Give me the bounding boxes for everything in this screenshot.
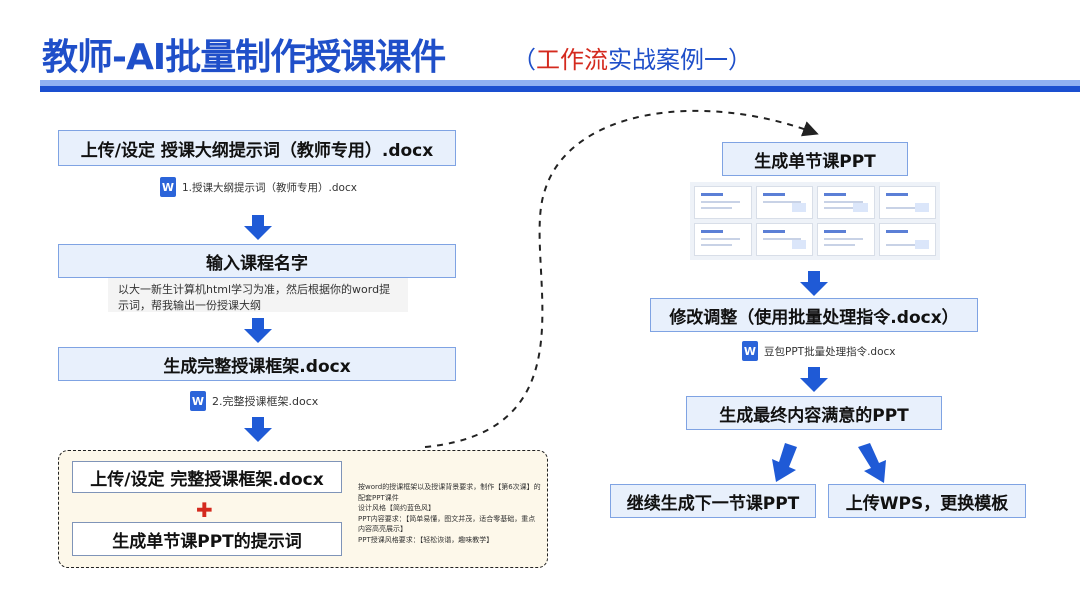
file-name: 2.完整授课框架.docx: [212, 395, 319, 408]
down-arrow-icon: [244, 318, 272, 343]
note-line: PPT授课风格要求：【轻松诙谐，趣味教学】: [358, 535, 494, 544]
slide-thumbnail: [694, 223, 752, 256]
slide-thumbnail: [755, 223, 813, 256]
file-batch-instructions: W 豆包PPT批量处理指令.docx: [742, 341, 896, 361]
word-doc-icon: W: [160, 177, 176, 197]
step-generate-single-ppt: 生成单节课PPT: [722, 142, 908, 176]
file-framework: W 2.完整授课框架.docx: [190, 391, 318, 411]
step-generate-ppt-prompt: 生成单节课PPT的提示词: [72, 522, 342, 556]
file-name: 豆包PPT批量处理指令.docx: [764, 345, 896, 358]
word-doc-icon: W: [190, 391, 206, 411]
step-upload-outline-prompt: 上传/设定 授课大纲提示词（教师专用）.docx: [58, 130, 456, 166]
down-arrow-icon: [858, 443, 886, 483]
down-arrow-icon: [800, 271, 828, 296]
plus-icon: ✚: [196, 498, 213, 522]
header-divider-light: [40, 80, 1080, 86]
slide-thumbnail: [878, 223, 936, 256]
file-name: 1.授课大纲提示词（教师专用）.docx: [182, 181, 357, 194]
step-upload-framework: 上传/设定 完整授课框架.docx: [72, 461, 342, 493]
slide-thumbnail: [694, 186, 752, 219]
step-next-lesson: 继续生成下一节课PPT: [610, 484, 816, 518]
slide-thumbnail: [817, 223, 875, 256]
subtitle-highlight: 工作流: [536, 46, 608, 74]
file-outline-prompt: W 1.授课大纲提示词（教师专用）.docx: [160, 177, 357, 197]
step-final-ppt: 生成最终内容满意的PPT: [686, 396, 942, 430]
step-upload-wps: 上传WPS，更换模板: [828, 484, 1026, 518]
dashed-connector: [424, 109, 819, 448]
header-divider-dark: [40, 86, 1080, 92]
prompt-course-name: 以大一新生计算机html学习为准，然后根据你的word提示词，帮我输出一份授课大…: [108, 278, 408, 312]
note-line: 设计风格【简约蓝色风】: [358, 504, 435, 512]
down-arrow-icon: [772, 443, 797, 482]
note-line: 按word的授课框架以及授课背景要求，制作【第6次课】的: [358, 483, 541, 491]
ppt-thumbnail-grid: [690, 182, 940, 260]
note-line: 配套PPT课件: [358, 493, 399, 502]
step-revise: 修改调整（使用批量处理指令.docx）: [650, 298, 978, 332]
step-input-course-name: 输入课程名字: [58, 244, 456, 278]
down-arrow-icon: [800, 367, 828, 392]
slide-thumbnail: [878, 186, 936, 219]
down-arrow-icon: [244, 215, 272, 240]
page-subtitle: （工作流实战案例一）: [512, 40, 752, 75]
subtitle-open: （: [512, 46, 536, 74]
subtitle-rest: 实战案例一）: [608, 46, 752, 74]
step-generate-framework: 生成完整授课框架.docx: [58, 347, 456, 381]
slide-thumbnail: [755, 186, 813, 219]
ppt-prompt-notes: 按word的授课框架以及授课背景要求，制作【第6次课】的 配套PPT课件 设计风…: [358, 482, 541, 545]
down-arrow-icon: [244, 417, 272, 442]
page-title: 教师-AI批量制作授课课件: [42, 37, 446, 78]
note-line: PPT内容要求：【简单易懂，图文并茂，适合零基础，重点: [358, 514, 536, 523]
slide-thumbnail: [817, 186, 875, 219]
word-doc-icon: W: [742, 341, 758, 361]
note-line: 内容高亮展示】: [358, 525, 407, 533]
